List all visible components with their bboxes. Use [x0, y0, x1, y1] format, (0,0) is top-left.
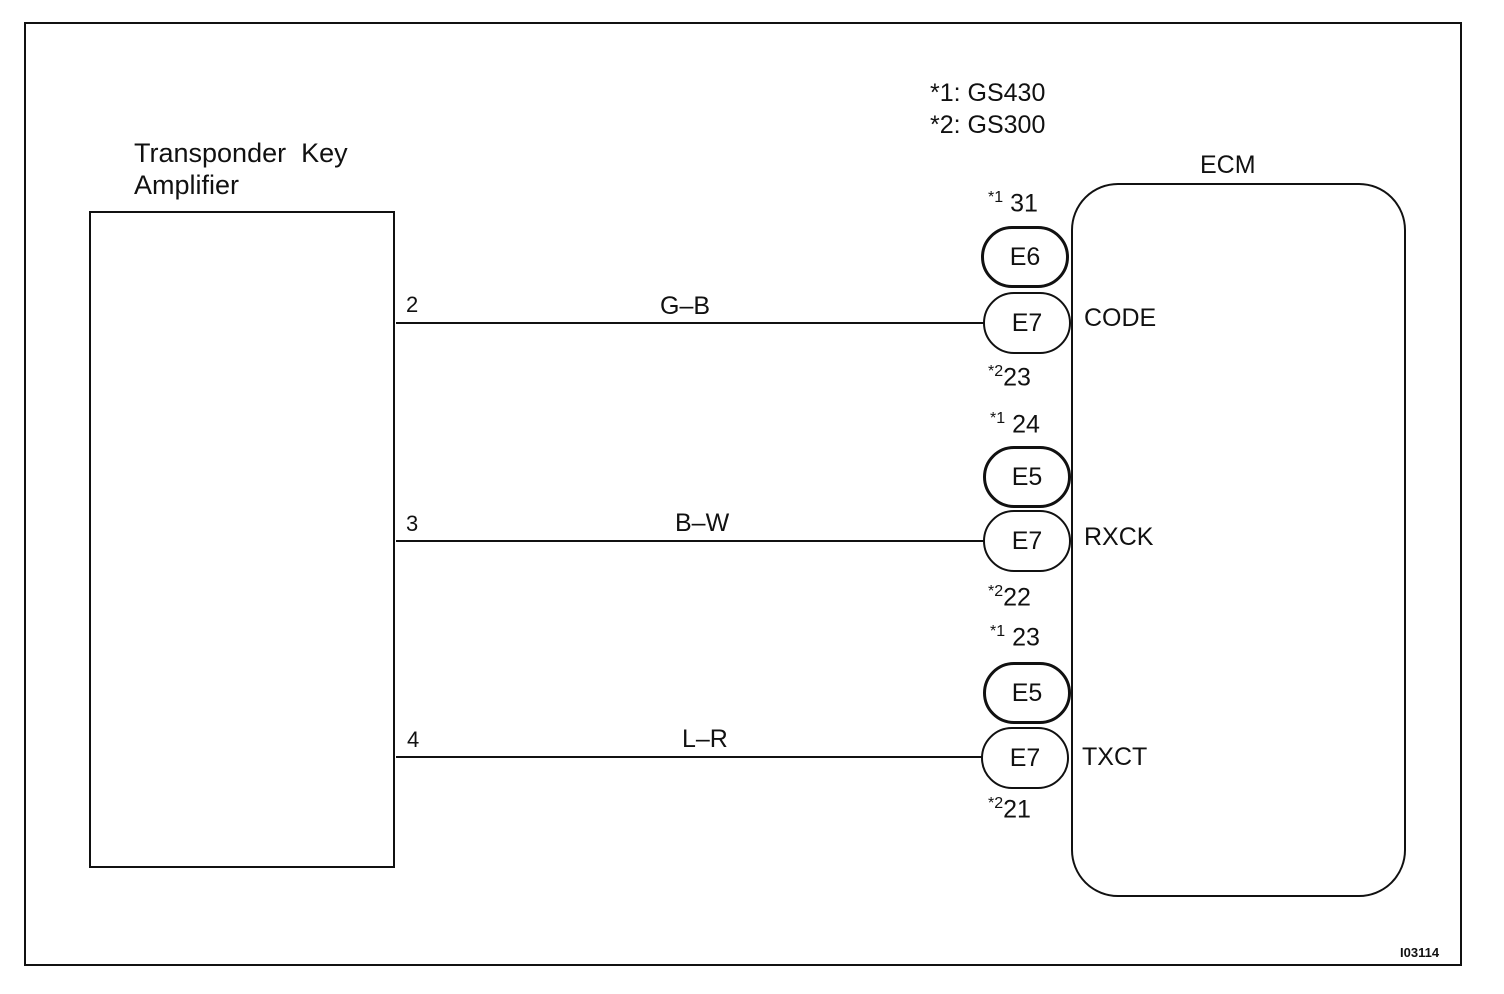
legend-gs430: *1: GS430 [930, 79, 1046, 107]
amp-pin-code: 2 [406, 292, 419, 317]
amplifier-title-line2: Amplifier [134, 170, 240, 200]
bottom-pin-label-txct: *221 [988, 796, 1031, 822]
connector-e5-rxck: E5 [983, 446, 1071, 508]
ecm-signal-txct: TXCT [1082, 743, 1148, 771]
bottom-pin-code: 23 [1003, 363, 1031, 392]
ecm-box [1071, 183, 1406, 897]
connector-e7-code: E7 [983, 292, 1071, 354]
top-pin-label-txct: *1 23 [990, 624, 1040, 650]
top-pin-label-rxck: *1 24 [990, 411, 1040, 437]
top-pin-rxck: 24 [1012, 410, 1040, 439]
connector-e5-txct: E5 [983, 662, 1071, 724]
bottom-pin-txct: 21 [1003, 795, 1031, 824]
connector-e7-txct: E7 [981, 727, 1069, 789]
bottom-star-txct: *2 [988, 795, 1004, 812]
ecm-signal-code: CODE [1084, 304, 1157, 332]
connector-e7-rxck: E7 [983, 510, 1071, 572]
amplifier-box [89, 211, 395, 868]
wire-color-code: G–B [660, 292, 711, 320]
connector-e6-code: E6 [981, 226, 1069, 288]
ecm-signal-rxck: RXCK [1084, 523, 1154, 551]
bottom-star-code: *2 [988, 363, 1004, 380]
wire-color-txct: L–R [682, 725, 728, 753]
bottom-pin-rxck: 22 [1003, 583, 1031, 612]
wire-color-rxck: B–W [675, 509, 730, 537]
top-star-code: *1 [988, 189, 1004, 206]
figure-id: I03114 [1400, 945, 1440, 960]
bottom-pin-label-code: *223 [988, 364, 1031, 390]
top-pin-txct: 23 [1012, 623, 1040, 652]
top-star-rxck: *1 [990, 410, 1006, 427]
amp-pin-rxck: 3 [406, 511, 419, 536]
ecm-title: ECM [1200, 151, 1256, 179]
bottom-pin-label-rxck: *222 [988, 584, 1031, 610]
bottom-star-rxck: *2 [988, 583, 1004, 600]
top-pin-code: 31 [1010, 189, 1038, 218]
legend-gs300: *2: GS300 [930, 111, 1046, 139]
top-pin-label-code: *1 31 [988, 190, 1038, 216]
diagram-frame [24, 22, 1462, 966]
amplifier-title-line1: Transponder Key [134, 138, 348, 168]
amp-pin-txct: 4 [407, 727, 420, 752]
top-star-txct: *1 [990, 623, 1006, 640]
